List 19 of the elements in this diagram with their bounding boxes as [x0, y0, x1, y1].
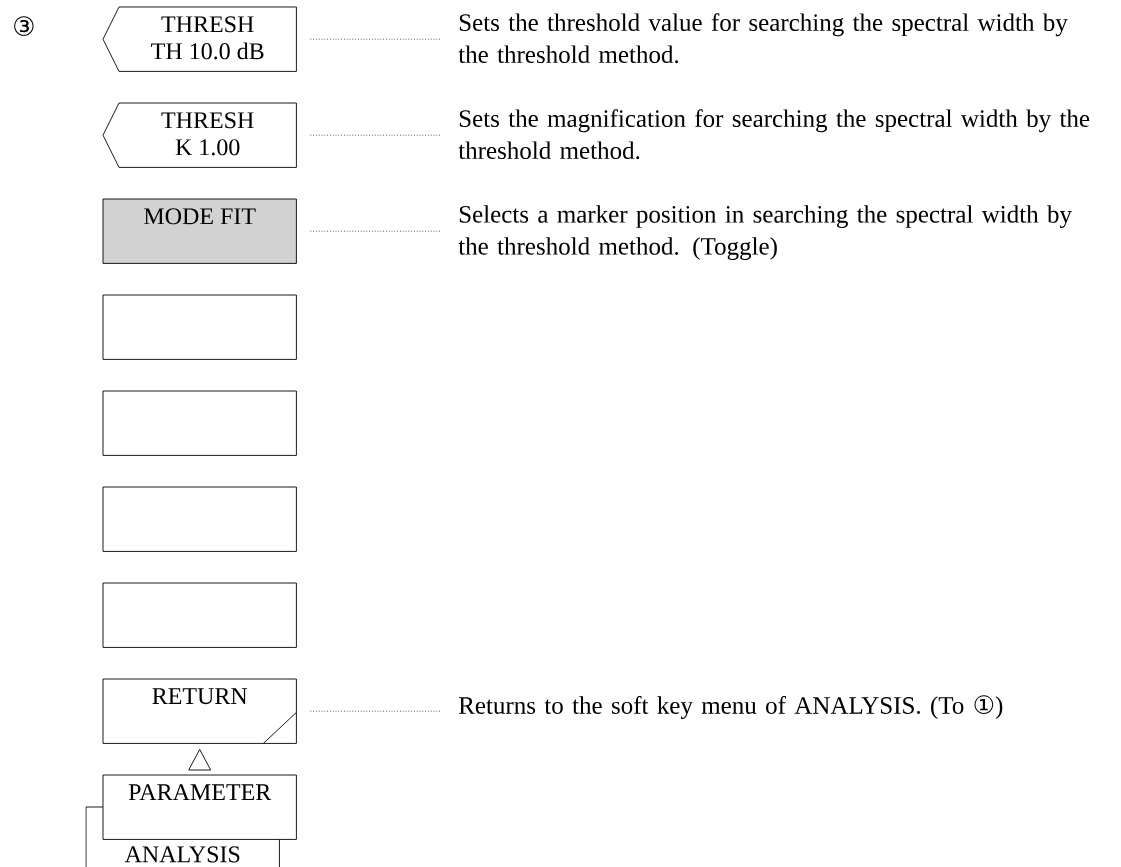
soft-key: THRESH K 1.00	[102, 102, 297, 168]
blank-soft-key	[102, 294, 297, 360]
blank-soft-key	[102, 582, 297, 648]
leader-line	[310, 134, 441, 136]
blank-soft-key	[102, 390, 297, 456]
description-text: Sets the threshold value for searching the spectral width by the threshold method.	[458, 13, 1068, 64]
soft-key: MODE FIT	[102, 198, 297, 264]
blank-soft-key	[102, 486, 297, 552]
soft-key: THRESH TH 10.0 dB	[102, 6, 297, 72]
leader-line	[310, 38, 441, 40]
menu-arrow	[188, 748, 212, 771]
description-text: Sets the magnification for searching the spectral width by the threshold method.	[458, 109, 1090, 160]
soft-key: PARAMETER	[102, 774, 297, 840]
description-text: Returns to the soft key menu of ANALYSIS. (To ①)	[458, 695, 1003, 720]
description-text: Selects a marker position in searching the spectral width by the threshold method. (Toggle)	[458, 205, 1072, 260]
leader-line	[310, 710, 441, 712]
menu-number: ③	[14, 16, 34, 36]
leader-line	[310, 230, 441, 232]
soft-key: RETURN	[102, 678, 297, 744]
